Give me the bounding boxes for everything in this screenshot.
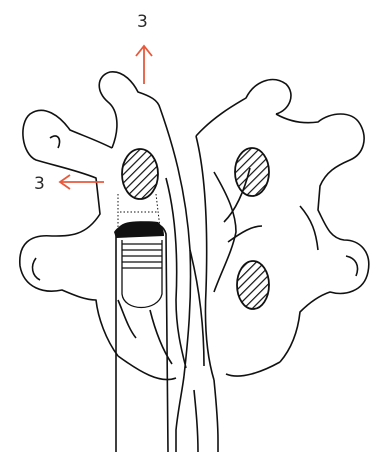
pedicle-oval-upper-left bbox=[122, 149, 158, 199]
instrument-tip bbox=[114, 221, 164, 238]
left-arrow-label: 3 bbox=[34, 174, 45, 194]
pedicle-oval-lower-right bbox=[237, 261, 269, 309]
instrument bbox=[114, 194, 168, 452]
pedicle-oval-upper-right bbox=[235, 148, 269, 196]
top-arrow-label: 3 bbox=[137, 12, 148, 32]
instrument-grip-lines bbox=[122, 244, 162, 268]
vertebra-outline bbox=[20, 72, 369, 452]
arrow-up bbox=[136, 46, 152, 84]
